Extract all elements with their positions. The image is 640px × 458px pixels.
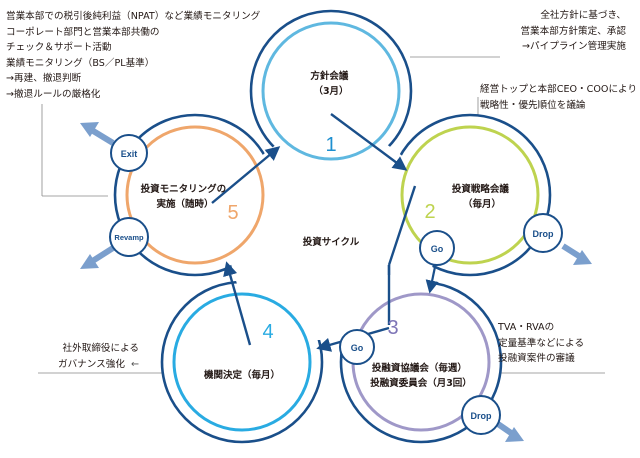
cycle-arrow-2-to-3 [387, 185, 417, 266]
note-right-2-line-1: 経営トップと本部CEO・COOにより [480, 84, 638, 95]
exit-arrow-head [80, 122, 99, 137]
note-top-left-line-5: →再建、撤退判断 [6, 73, 82, 85]
note-bottom-right-line-2: 定量基準などによる [498, 337, 585, 349]
badge-drop-3: Drop [461, 395, 501, 435]
step-2-title: 投資戦略会議 （毎月） [452, 183, 512, 210]
revamp-arrow-head [80, 254, 99, 269]
badge-exit: Exit [110, 134, 148, 172]
step-1-number: 1 [325, 134, 336, 156]
step-5-title-line-2: 実施（随時） [156, 198, 213, 210]
step-2-number: 2 [424, 201, 435, 223]
note-top-left-line-4: 業績モニタリング（BS／PL基準） [6, 57, 155, 69]
step-3-title-line-2: 投融資委員会（月3回） [370, 377, 472, 389]
badge-go-3-label: Go [351, 343, 364, 353]
step-1-title-line-1: 方針会議 [310, 70, 349, 82]
go-arrow-2 [425, 261, 439, 294]
step-4-title: 機関決定（毎月） [204, 369, 280, 381]
note-top-right-line-2: 営業本部方針策定、承認 [520, 25, 626, 37]
cycle-arrow-1-to-2 [330, 113, 408, 171]
step-4-number: 4 [262, 321, 273, 343]
stage-4-inner-ring [172, 292, 312, 432]
step-3-title: 投融資協議会（毎週） 投融資委員会（月3回） [370, 362, 472, 389]
note-top-right-line-3: →パイプライン管理実施 [522, 41, 626, 53]
step-4-title-line-1: 機関決定（毎月） [204, 369, 280, 381]
badge-drop-2-label: Drop [533, 229, 554, 239]
note-top-left-line-1: 営業本部での税引後純利益（NPAT）など業績モニタリング [6, 11, 261, 22]
step-1-title: 方針会議 （3月） [310, 70, 351, 97]
badge-go-3: Go [339, 329, 375, 365]
badge-go-2-label: Go [431, 244, 444, 254]
note-top-left-line-3: チェック＆サポート活動 [6, 42, 112, 54]
cycle-arrow-5-to-1 [211, 146, 281, 204]
badge-drop-2: Drop [523, 213, 563, 253]
note-left-4-line-2-text: ガバナンス強化 [58, 358, 125, 370]
step-5-number: 5 [227, 202, 238, 224]
badge-revamp: Revamp [109, 217, 149, 257]
step-3-title-line-1: 投融資協議会（毎週） [372, 362, 467, 374]
note-top-right: 全社方針に基づき、 営業本部方針策定、承認 →パイプライン管理実施 [520, 8, 626, 55]
badge-go-2: Go [419, 230, 455, 266]
note-top-left: 営業本部での税引後純利益（NPAT）など業績モニタリング コーポレート部門と営業… [6, 9, 260, 103]
note-left-4-line-1: 社外取締役による [62, 343, 140, 354]
badge-exit-label: Exit [121, 149, 138, 159]
note-right-2: 経営トップと本部CEO・COOにより 戦略性・優先順位を議論 [480, 82, 637, 113]
note-bottom-right-line-1: TVA・RVAの [498, 322, 555, 333]
exit-arrow [88, 126, 115, 146]
note-left-4-line-2: ガバナンス強化 ← [58, 357, 139, 373]
stage-1-inner-ring [261, 21, 401, 161]
drop-arrow-3-head [505, 427, 524, 442]
badge-drop-3-label: Drop [471, 411, 492, 421]
note-bottom-right-line-3: 投融資案件の審議 [498, 353, 575, 365]
stage-2-inner-ring [400, 125, 540, 265]
note-top-left-line-2: コーポレート部門と営業本部共働の [6, 26, 160, 38]
note-top-right-line-1: 全社方針に基づき、 [540, 10, 626, 21]
step-5-title: 投資モニタリングの 実施（随時） [141, 183, 230, 210]
note-bottom-right: TVA・RVAの 定量基準などによる 投融資案件の審議 [498, 320, 584, 367]
drop-arrow-2-head [573, 250, 592, 265]
step-3-number: 3 [387, 317, 398, 339]
left-arrow-icon: ← [130, 358, 140, 370]
step-5-title-line-1: 投資モニタリングの [141, 183, 227, 195]
step-1-title-line-2: （3月） [313, 85, 348, 97]
note-top-left-line-6: →撤退ルールの厳格化 [6, 88, 101, 100]
cycle-arrow-4-to-5 [223, 261, 252, 346]
note-right-2-line-2: 戦略性・優先順位を議論 [480, 99, 586, 111]
badge-revamp-label: Revamp [114, 233, 144, 242]
step-2-title-line-2: （毎月） [463, 198, 501, 210]
center-label: 投資サイクル [303, 236, 360, 248]
step-2-title-line-1: 投資戦略会議 [452, 183, 510, 195]
revamp-arrow [89, 245, 115, 265]
note-left-4: 社外取締役による ガバナンス強化 ← [58, 341, 139, 372]
stage-5-inner-ring [125, 125, 265, 265]
